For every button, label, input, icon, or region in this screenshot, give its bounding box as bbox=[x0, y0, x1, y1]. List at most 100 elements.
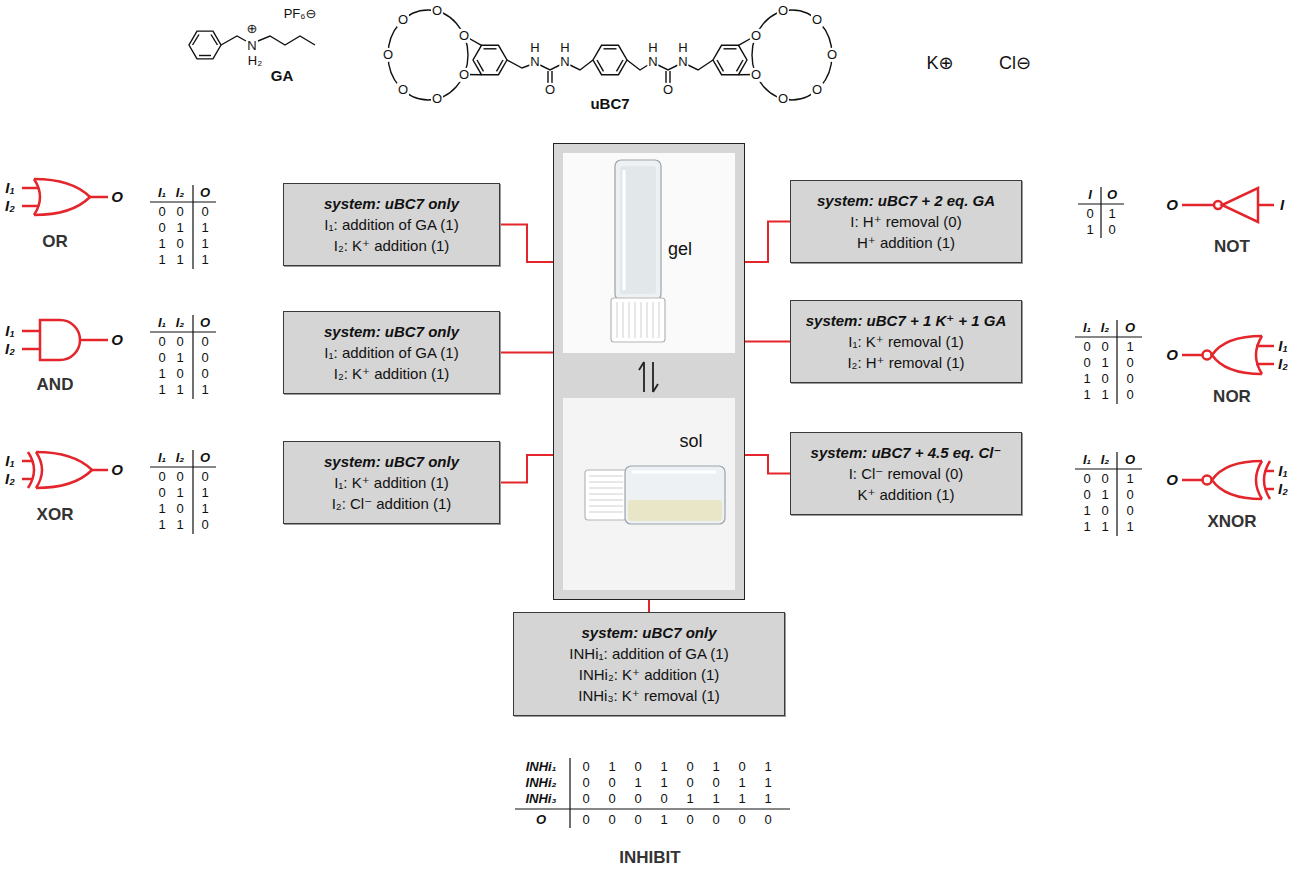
table-cell: 0 bbox=[582, 792, 589, 806]
central-panel-art bbox=[625, 466, 725, 524]
atom-label: O bbox=[458, 67, 470, 81]
atom-label: O bbox=[750, 28, 762, 42]
table-header: O bbox=[1107, 188, 1117, 202]
table-cell: 1 bbox=[660, 776, 667, 790]
central-panel-art bbox=[617, 302, 618, 338]
ga-structure bbox=[211, 35, 218, 46]
connector-line bbox=[745, 222, 790, 263]
table-header: I₁ bbox=[158, 451, 166, 465]
table-cell: 1 bbox=[1101, 488, 1108, 502]
system-heading: system: uBC7 only bbox=[526, 622, 772, 643]
table-cell: 0 bbox=[608, 776, 615, 790]
gate-name: INHIBIT bbox=[619, 849, 680, 868]
logic-gate-symbols bbox=[90, 196, 108, 199]
ubc7-structure bbox=[604, 48, 617, 49]
atom-label: N bbox=[677, 55, 688, 69]
table-cell: 0 bbox=[582, 760, 589, 774]
input-line: K⁺ addition (1) bbox=[803, 484, 1009, 505]
table-cell: 0 bbox=[201, 367, 208, 381]
input-line: H⁺ addition (1) bbox=[803, 232, 1009, 253]
table-cell: 0 bbox=[1126, 388, 1133, 402]
central-panel-art bbox=[639, 362, 658, 392]
atom-label: H₂ bbox=[247, 54, 263, 68]
truth-table-rules bbox=[1100, 187, 1101, 238]
atom-label: H bbox=[647, 41, 658, 55]
table-cell: 1 bbox=[201, 237, 208, 251]
table-cell: 0 bbox=[1101, 504, 1108, 518]
table-cell: 1 bbox=[1126, 472, 1133, 486]
table-cell: 0 bbox=[764, 813, 771, 827]
atom-label: O bbox=[397, 83, 409, 97]
ubc7-structure bbox=[477, 60, 484, 71]
central-panel-art bbox=[639, 362, 644, 370]
table-cell: 1 bbox=[634, 776, 641, 790]
ubc7-structure bbox=[688, 60, 713, 70]
table-header: I₂ bbox=[176, 316, 185, 330]
central-panel-art bbox=[589, 506, 623, 507]
table-cell: 1 bbox=[1126, 520, 1133, 534]
table-header: O bbox=[1125, 453, 1135, 467]
logic-gate-symbols bbox=[1256, 336, 1262, 374]
signal-label: O bbox=[111, 189, 123, 206]
table-cell: 1 bbox=[1108, 207, 1115, 221]
signal-label: O bbox=[1166, 197, 1178, 214]
compound-name: GA bbox=[269, 68, 296, 85]
table-cell: 1 bbox=[176, 383, 183, 397]
atom-label: N bbox=[246, 39, 257, 53]
table-header: I₁ bbox=[158, 186, 166, 200]
table-header: O bbox=[200, 186, 210, 200]
system-heading: system: uBC7 only bbox=[296, 321, 487, 342]
atom-label: N bbox=[647, 55, 658, 69]
gate-name: NOR bbox=[1213, 388, 1251, 407]
connector-line bbox=[648, 600, 650, 612]
connector-line bbox=[500, 225, 553, 263]
table-header: I bbox=[1088, 188, 1092, 202]
table-header: I₁ bbox=[158, 316, 166, 330]
gate-name: AND bbox=[37, 376, 74, 395]
signal-label: I₂ bbox=[5, 341, 15, 358]
central-panel-art bbox=[563, 153, 735, 353]
truth-table-rules bbox=[192, 315, 193, 399]
ubc7-structure bbox=[388, 10, 832, 100]
central-panel-art bbox=[553, 143, 745, 600]
input-line: I₁: K⁺ removal (1) bbox=[803, 331, 1009, 352]
input-line: INHi₁: addition of GA (1) bbox=[526, 643, 772, 664]
table-cell: 0 bbox=[158, 486, 165, 500]
atom-label: O bbox=[382, 48, 394, 62]
logic-gate-symbols bbox=[34, 179, 90, 215]
table-cell: 0 bbox=[634, 760, 641, 774]
input-line: I₂: H⁺ removal (1) bbox=[803, 352, 1009, 373]
table-cell: 1 bbox=[1101, 356, 1108, 370]
atom-label: O bbox=[397, 13, 409, 27]
logic-gate-symbols bbox=[1203, 351, 1212, 360]
condition-box: system: uBC7 onlyI₁: K⁺ addition (1)I₂: … bbox=[283, 441, 500, 524]
signal-label: O bbox=[111, 462, 123, 479]
table-cell: 0 bbox=[1126, 356, 1133, 370]
atom-label: O bbox=[431, 4, 443, 18]
table-cell: 1 bbox=[158, 502, 165, 516]
connector-line bbox=[745, 341, 790, 343]
table-cell: 1 bbox=[1101, 388, 1108, 402]
logic-gate-symbols bbox=[22, 460, 32, 463]
condition-box: system: uBC7 + 4.5 eq. Cl⁻I: Cl⁻ removal… bbox=[790, 432, 1022, 515]
signal-label: I₂ bbox=[1278, 481, 1288, 498]
logic-gate-symbols bbox=[1182, 204, 1214, 207]
logic-gate-symbols bbox=[40, 320, 80, 360]
table-cell: 0 bbox=[1083, 472, 1090, 486]
logic-gate-symbols bbox=[1258, 204, 1274, 207]
central-panel-art bbox=[589, 476, 623, 512]
central-panel-art bbox=[589, 488, 623, 489]
table-cell: 1 bbox=[1126, 340, 1133, 354]
table-cell: 0 bbox=[634, 813, 641, 827]
truth-table-rules bbox=[150, 201, 216, 202]
ubc7-structure bbox=[484, 48, 497, 49]
central-panel-art bbox=[653, 384, 658, 392]
table-cell: 1 bbox=[201, 383, 208, 397]
input-line: I₁: addition of GA (1) bbox=[296, 342, 487, 363]
logic-gate-symbols bbox=[1256, 461, 1262, 499]
logic-gate-symbols bbox=[1264, 461, 1270, 499]
logic-gate-symbols bbox=[1182, 479, 1202, 482]
table-cell: 1 bbox=[1101, 520, 1108, 534]
table-cell: 0 bbox=[608, 792, 615, 806]
